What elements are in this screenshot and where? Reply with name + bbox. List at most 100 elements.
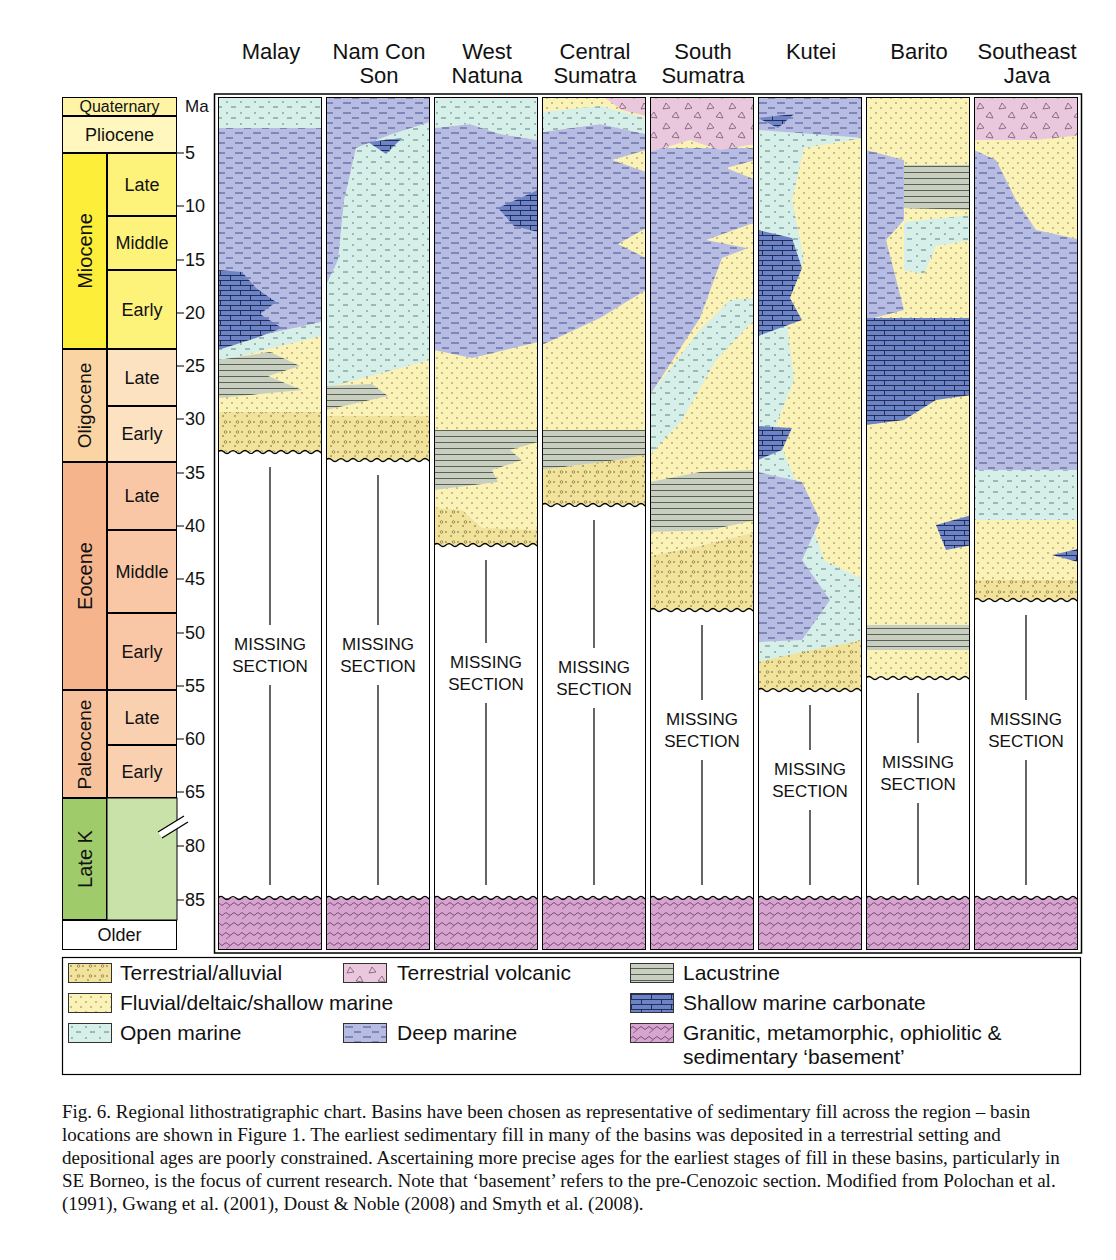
age-label: Middle: [115, 234, 168, 252]
time-scale-box: Early: [107, 745, 177, 798]
carbonate-fill: [866, 318, 970, 425]
tick-label: 45: [185, 568, 205, 590]
basin-name: West Natuna: [429, 40, 545, 88]
deep-marine-fill: [758, 472, 830, 642]
basement-fill: [866, 898, 970, 950]
tick-label: 5: [185, 142, 195, 164]
fluvial-fill: [612, 150, 646, 172]
terrestrial-fill: [218, 412, 322, 452]
polygon-shape: [158, 816, 188, 838]
path-shape: [593, 520, 594, 885]
use-shape: [974, 599, 1078, 602]
deep-marine-fill: [542, 124, 646, 345]
legend-pattern: [631, 994, 673, 1012]
g-shape: [758, 97, 862, 950]
legend-pattern-fill: [631, 994, 673, 1012]
legend-pattern: [69, 994, 111, 1012]
time-scale-box: Miocene: [62, 153, 107, 349]
time-scale-box: Early: [107, 613, 177, 690]
open-marine-fill: [974, 470, 1078, 520]
open-marine-fill: [434, 97, 538, 140]
terrestrial-fill: [758, 640, 862, 690]
time-scale-box: Pliocene: [62, 116, 177, 153]
deep-marine-fill: [866, 150, 904, 320]
g-shape: [542, 97, 646, 950]
rect-shape: [107, 798, 177, 920]
basin-column: Nam Con SonMISSING SECTION: [326, 97, 430, 950]
epoch-label: Miocene: [75, 213, 95, 289]
legend-pattern-fill: [69, 964, 111, 982]
basin-column: West NatunaMISSING SECTION: [434, 97, 538, 950]
epoch-label: Late K: [75, 830, 95, 888]
g-shape: [650, 97, 754, 950]
open-marine-fill: [326, 97, 430, 397]
tick-label: 40: [185, 515, 205, 537]
legend-swatch: [68, 1023, 112, 1043]
tick-label: 15: [185, 249, 205, 271]
legend-swatch: [630, 993, 674, 1013]
age-label: Quaternary: [79, 99, 159, 115]
carbonate-fill: [936, 515, 970, 550]
tick-label: 60: [185, 728, 205, 750]
g-shape: [866, 97, 970, 680]
age-label: Older: [97, 926, 141, 944]
path-shape: [377, 475, 378, 885]
basin-column: MalayMISSING SECTION: [218, 97, 322, 950]
legend-swatch: [630, 963, 674, 983]
fluvial-fill: [866, 97, 970, 678]
basin-name: Malay: [213, 40, 329, 64]
missing-section-label: MISSING SECTION: [975, 709, 1077, 753]
basement-fill: [650, 898, 754, 950]
carbonate-fill: [218, 270, 282, 350]
carbonate-fill: [1052, 548, 1078, 563]
rect-shape: [215, 94, 1082, 953]
volcanic-fill: [650, 97, 754, 152]
use-shape: [542, 897, 646, 900]
use-shape: [650, 897, 754, 900]
g-shape: [218, 97, 322, 950]
legend-text: Shallow marine carbonate: [683, 991, 1075, 1015]
path-shape: [485, 560, 486, 885]
lacustrine-fill: [434, 430, 538, 490]
epoch-label: Oligocene: [75, 363, 94, 449]
missing-section-label: MISSING SECTION: [759, 759, 861, 803]
use-shape: [542, 504, 646, 507]
legend-pattern: [344, 964, 386, 982]
legend-pattern: [631, 964, 673, 982]
use-shape: [218, 451, 322, 454]
basin-column: KuteiMISSING SECTION: [758, 97, 862, 950]
time-scale-box: Late: [107, 153, 177, 216]
open-marine-fill: [218, 97, 322, 128]
g-shape: [866, 97, 970, 950]
missing-section-label: MISSING SECTION: [543, 657, 645, 701]
legend-pattern-fill: [69, 1024, 111, 1042]
legend-pattern: [69, 1024, 111, 1042]
path-shape: [177, 153, 184, 900]
basement-fill: [326, 898, 430, 950]
age-label: Pliocene: [85, 126, 154, 144]
carbonate-fill: [758, 426, 792, 460]
g-shape: [974, 97, 1078, 950]
lacustrine-fill: [866, 625, 970, 650]
legend-text: Terrestrial volcanic: [397, 961, 622, 985]
legend-pattern: [344, 1024, 386, 1042]
fluvial-fill: [326, 360, 430, 418]
deep-marine-fill: [326, 97, 430, 285]
basement-fill: [434, 898, 538, 950]
unit-label: Ma: [185, 96, 209, 118]
basement-fill: [542, 898, 646, 950]
g-shape: [974, 97, 1078, 602]
tick-label: 10: [185, 195, 205, 217]
basin-name: Southeast Java: [969, 40, 1085, 88]
basement-fill: [974, 898, 1078, 950]
tick-label: 20: [185, 302, 205, 324]
age-label: Late: [124, 176, 159, 194]
epoch-label: Paleocene: [75, 699, 94, 789]
use-shape: [326, 459, 430, 462]
basin-name: Kutei: [753, 40, 869, 64]
g-shape: [758, 97, 862, 692]
fluvial-fill: [706, 222, 754, 250]
carbonate-fill: [758, 230, 802, 336]
age-label: Early: [121, 643, 162, 661]
figure-caption: Fig. 6. Regional lithostratigraphic char…: [62, 1100, 1078, 1215]
